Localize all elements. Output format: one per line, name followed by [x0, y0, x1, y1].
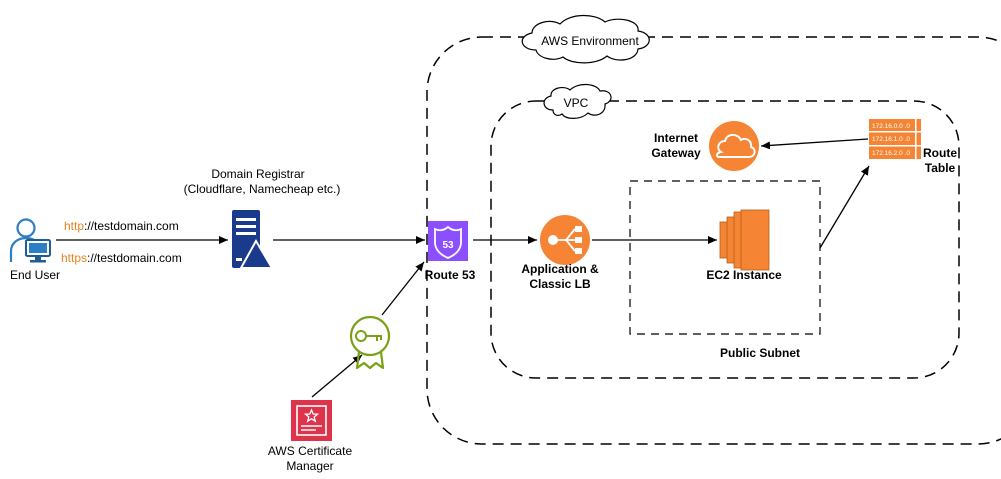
connector-route-table-to-gateway: [760, 138, 869, 150]
public-subnet-label: Public Subnet: [719, 346, 801, 360]
domain-registrar-examples: (Cloudflare, Namecheap etc.): [183, 182, 341, 196]
end-user-label: End User: [9, 268, 61, 282]
ec2-instance-icon: [719, 209, 770, 271]
public-subnet-boundary: [629, 180, 821, 335]
aws-environment-boundary: [426, 36, 1001, 445]
vpc-cloud: [543, 83, 612, 119]
connector-certificate-to-route53: [381, 261, 425, 316]
http-url: http://testdomain.com: [64, 219, 179, 233]
connector-acm-to-certificate: [311, 354, 363, 398]
aws-environment-label: AWS Environment: [541, 34, 639, 48]
route53-icon: 53: [428, 221, 468, 261]
https-host: ://testdomain.com: [87, 251, 182, 265]
internet-gateway-icon: [709, 121, 759, 171]
load-balancer-label-line2: Classic LB: [529, 277, 591, 291]
route53-label: Route 53: [424, 268, 476, 282]
route-table-entry: 172.16.0.0 .0: [872, 123, 910, 130]
acm-label-line1: AWS Certificate: [267, 444, 353, 458]
https-scheme: https: [61, 251, 88, 265]
internet-gateway-label-line2: Gateway: [651, 146, 701, 160]
route-table-icon: 172.16.0.0 .0 172.16.1.0 .0 172.16.2.0 .…: [869, 119, 921, 159]
route-table-entry: 172.16.1.0 .0: [872, 136, 910, 143]
ec2-label: EC2 Instance: [706, 268, 782, 282]
aws-environment-cloud: [521, 14, 650, 64]
http-scheme: http: [64, 219, 85, 233]
certificate-key-icon: [349, 315, 391, 370]
https-url: https://testdomain.com: [61, 251, 182, 265]
acm-label-line2: Manager: [286, 459, 334, 473]
load-balancer-icon: [540, 215, 590, 265]
domain-registrar-server-icon: [232, 210, 274, 269]
connector-ec2-to-route-table: [819, 165, 870, 249]
route-table-label-line2: Table: [924, 161, 956, 175]
domain-registrar-title: Domain Registrar: [211, 167, 305, 181]
vpc-label: VPC: [563, 96, 589, 110]
http-host: ://testdomain.com: [84, 219, 179, 233]
internet-gateway-label-line1: Internet: [653, 131, 699, 145]
load-balancer-label-line1: Application &: [521, 262, 599, 276]
route-table-entry: 172.16.2.0 .0: [872, 150, 910, 157]
end-user-icon: [9, 218, 51, 263]
route-table-label-line1: Route: [923, 146, 957, 160]
svg-text:53: 53: [442, 240, 454, 251]
acm-icon: [291, 400, 332, 441]
